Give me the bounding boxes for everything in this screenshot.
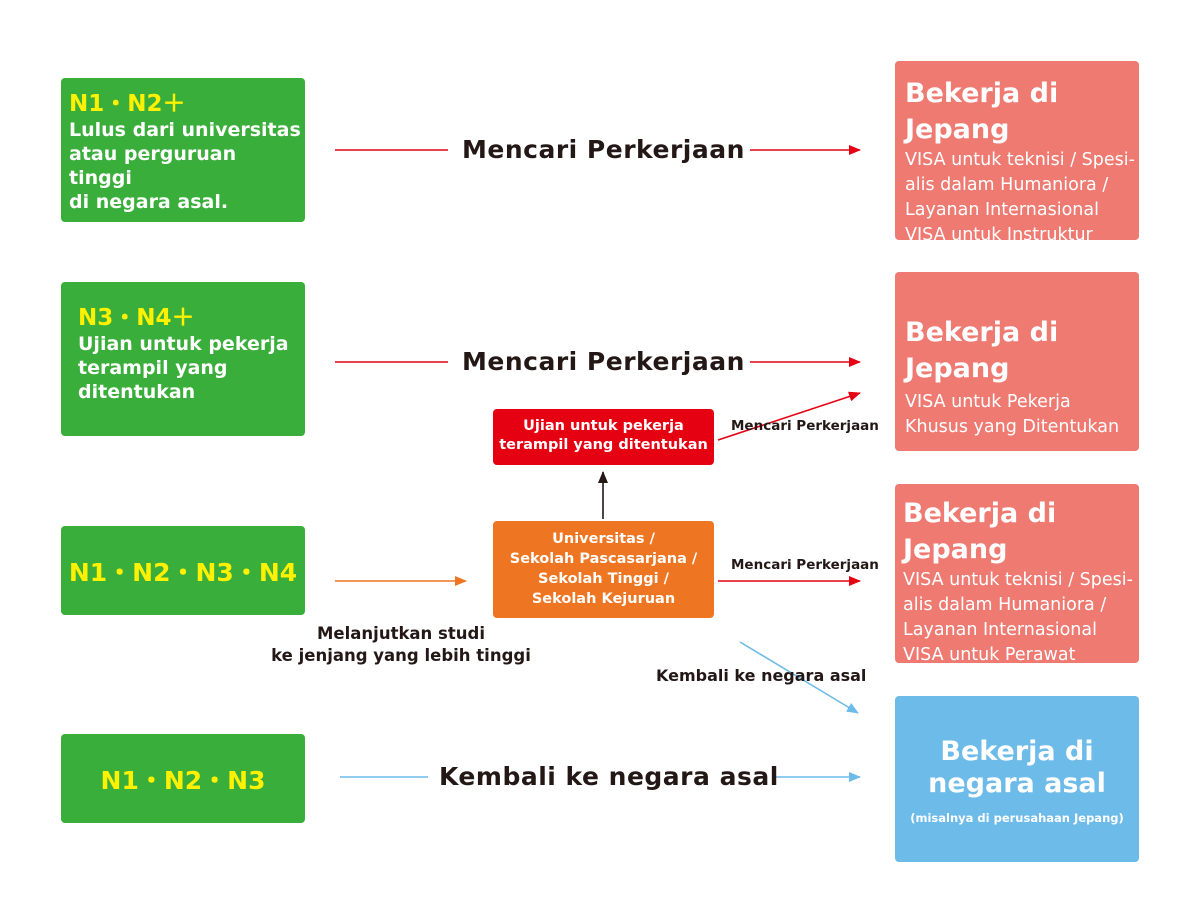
study-box: Universitas / Sekolah Pascasarjana / Sek…: [493, 521, 714, 618]
exam-box: Ujian untuk pekerja terampil yang ditent…: [493, 409, 714, 465]
requirement-line: ditentukan: [78, 381, 196, 403]
level-box-row3: N1・N2・N3・N4: [61, 526, 305, 615]
requirement-line: terampil yang: [78, 357, 228, 379]
destination-box-row1: Bekerja di Jepang VISA untuk teknisi / S…: [895, 61, 1139, 245]
requirement-line: Ujian untuk pekerja: [78, 333, 289, 355]
level-box-row4: N1・N2・N3: [61, 734, 305, 823]
level-label: N1・N2・N3・N4: [68, 557, 298, 587]
further-study-line: ke jenjang yang lebih tinggi: [271, 646, 531, 665]
visa-line: VISA untuk Instruktur: [903, 670, 1091, 690]
visa-line: VISA untuk Pekerja: [905, 392, 1071, 412]
destination-box-row3: Bekerja di Jepang VISA untuk teknisi / S…: [895, 484, 1139, 690]
level-label: N3・N4: [78, 305, 172, 331]
destination-title: Bekerja di Jepang: [903, 498, 1057, 565]
destination-subtitle: (misalnya di perusahaan Jepang): [910, 811, 1124, 825]
flow-label-row1: Mencari Perkerjaan: [462, 135, 745, 164]
study-line: Sekolah Pascasarjana /: [509, 551, 698, 567]
exam-line: terampil yang ditentukan: [499, 437, 708, 453]
plus-icon: ＋: [171, 305, 195, 331]
exam-line: Ujian untuk pekerja: [523, 418, 684, 434]
arrow-study-to-home: [739, 641, 859, 714]
visa-line: VISA untuk Perawat: [903, 645, 1076, 665]
arrow-exam-to-job: [717, 391, 861, 441]
destination-title: Bekerja di Jepang: [905, 78, 1059, 145]
visa-line: Khusus yang Ditentukan: [905, 417, 1120, 437]
requirement-line: Lulus dari universitas: [69, 119, 301, 141]
further-study-label: Melanjutkan studi ke jenjang yang lebih …: [250, 623, 552, 667]
visa-line: Layanan Internasional: [905, 200, 1099, 220]
study-to-home-label: Kembali ke negara asal: [656, 666, 867, 685]
destination-box-row4: Bekerja di negara asal (misalnya di peru…: [895, 696, 1139, 862]
destination-title: Bekerja di Jepang: [905, 317, 1059, 384]
flow-label-row4: Kembali ke negara asal: [439, 762, 779, 791]
exam-to-job-label: Mencari Perkerjaan: [731, 418, 879, 434]
study-line: Sekolah Tinggi /: [538, 571, 669, 587]
study-line: Sekolah Kejuruan: [531, 591, 676, 607]
destination-title: Bekerja di: [940, 736, 1094, 767]
study-line: Universitas /: [552, 531, 655, 547]
visa-line: VISA untuk teknisi / Spesi-: [903, 570, 1133, 590]
requirement-line: di negara asal.: [69, 191, 229, 213]
further-study-line: Melanjutkan studi: [317, 624, 485, 643]
level-label: N1・N2・N3: [100, 765, 266, 795]
level-box-row2: N3・N4＋ Ujian untuk pekerja terampil yang…: [61, 282, 305, 436]
visa-line: Layanan Internasional: [903, 620, 1097, 640]
level-box-row1: N1・N2＋ Lulus dari universitas atau pergu…: [61, 78, 305, 222]
plus-icon: ＋: [162, 91, 186, 117]
visa-line: VISA untuk Instruktur: [905, 225, 1093, 245]
visa-line: alis dalam Humaniora /: [903, 595, 1107, 615]
requirement-line: atau perguruan tinggi: [69, 143, 237, 189]
visa-line: alis dalam Humaniora /: [905, 175, 1109, 195]
level-label: N1・N2: [69, 91, 163, 117]
study-to-job-label: Mencari Perkerjaan: [731, 557, 879, 573]
flow-label-row2: Mencari Perkerjaan: [462, 347, 745, 376]
visa-line: VISA untuk teknisi / Spesi-: [905, 150, 1135, 170]
destination-title: negara asal: [928, 768, 1106, 799]
destination-box-row2: Bekerja di Jepang VISA untuk Pekerja Khu…: [895, 272, 1139, 451]
